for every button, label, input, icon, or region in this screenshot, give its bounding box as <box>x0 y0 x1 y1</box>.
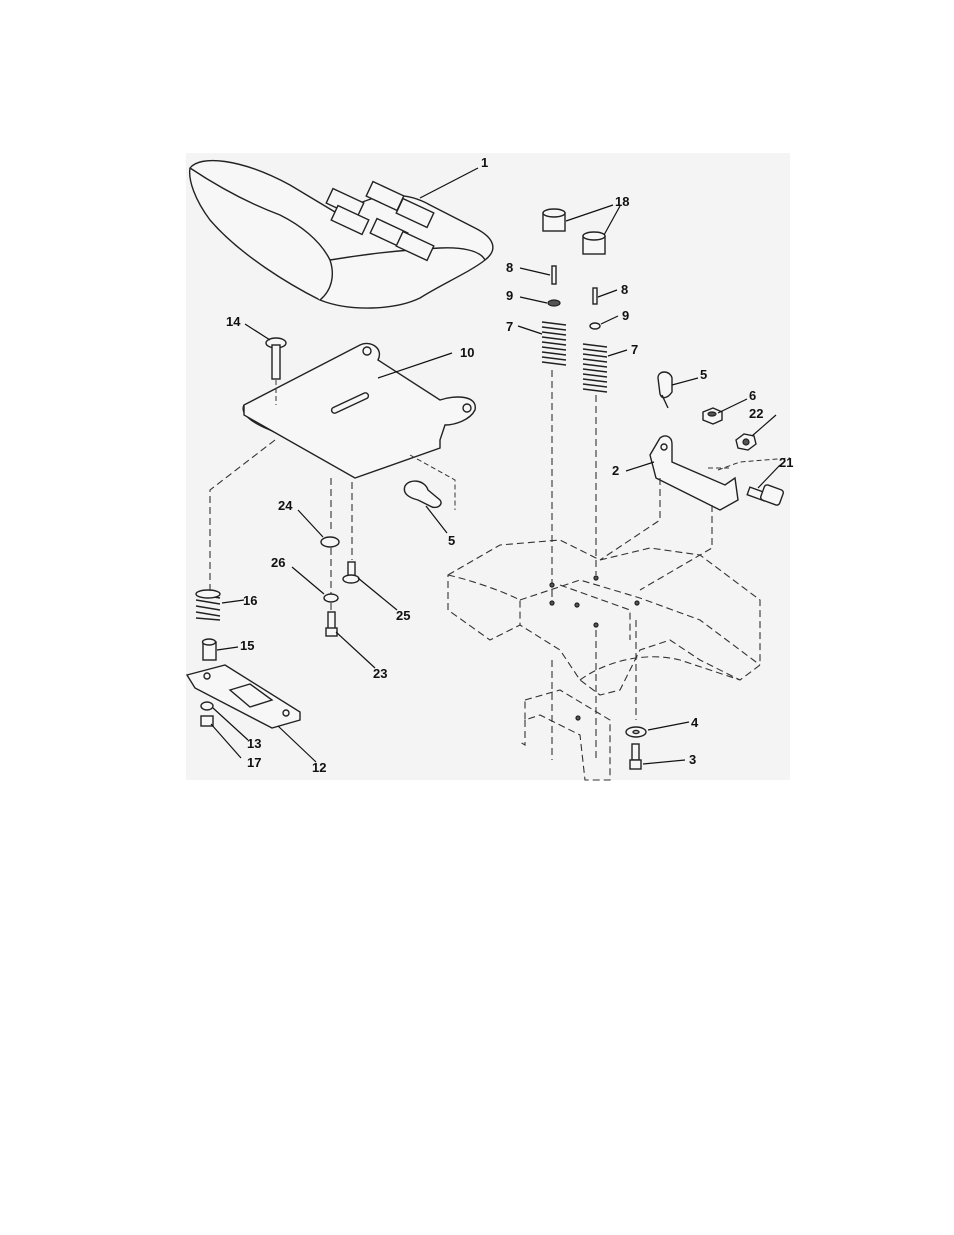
callout-9-left: 9 <box>506 288 513 303</box>
callout-12: 12 <box>312 760 326 775</box>
bolt-23 <box>326 612 337 636</box>
spring-7-right <box>583 344 607 392</box>
callout-7-right: 7 <box>631 342 638 357</box>
callout-13: 13 <box>247 736 261 751</box>
callout-4: 4 <box>691 715 699 730</box>
washer-26 <box>324 594 338 602</box>
seat <box>190 161 493 309</box>
callout-3: 3 <box>689 752 696 767</box>
callout-16: 16 <box>243 593 257 608</box>
callout-2: 2 <box>612 463 619 478</box>
nut-6 <box>703 408 722 424</box>
callout-22: 22 <box>749 406 763 421</box>
callout-9-right: 9 <box>622 308 629 323</box>
callout-23: 23 <box>373 666 387 681</box>
spring-16 <box>196 590 220 620</box>
nut-22 <box>736 434 756 450</box>
pin-8-left <box>552 266 556 284</box>
bolt-21 <box>747 484 784 506</box>
callout-10: 10 <box>460 345 474 360</box>
callout-26: 26 <box>271 555 285 570</box>
spacer-15 <box>203 639 217 660</box>
nut-13-17 <box>201 702 213 726</box>
seat-bracket-2 <box>650 436 738 510</box>
callout-18: 18 <box>615 194 629 209</box>
callout-6: 6 <box>749 388 756 403</box>
spring-7-left <box>542 322 566 365</box>
callout-8-left: 8 <box>506 260 513 275</box>
bolt-25 <box>343 562 359 583</box>
callout-21: 21 <box>779 455 793 470</box>
washer-24 <box>321 537 339 547</box>
callout-5-left: 5 <box>448 533 455 548</box>
washer-4 <box>626 727 646 737</box>
seat-clip-right <box>658 372 672 408</box>
seat-clip-left <box>404 481 441 507</box>
callout-17: 17 <box>247 755 261 770</box>
pin-8-right <box>593 288 597 304</box>
callout-1: 1 <box>481 155 488 170</box>
callout-14: 14 <box>226 314 241 329</box>
bumper-18-left <box>543 209 565 231</box>
spring-assembly-lines <box>552 370 636 760</box>
tractor-frame <box>448 540 760 780</box>
callout-5-right: 5 <box>700 367 707 382</box>
bolt-3 <box>630 744 641 769</box>
washer-9-left <box>548 300 560 306</box>
callout-15: 15 <box>240 638 254 653</box>
callout-7-left: 7 <box>506 319 513 334</box>
washer-9-right <box>590 323 600 329</box>
callout-24: 24 <box>278 498 293 513</box>
bumper-18-right <box>583 232 605 254</box>
callout-25: 25 <box>396 608 410 623</box>
callout-8-right: 8 <box>621 282 628 297</box>
